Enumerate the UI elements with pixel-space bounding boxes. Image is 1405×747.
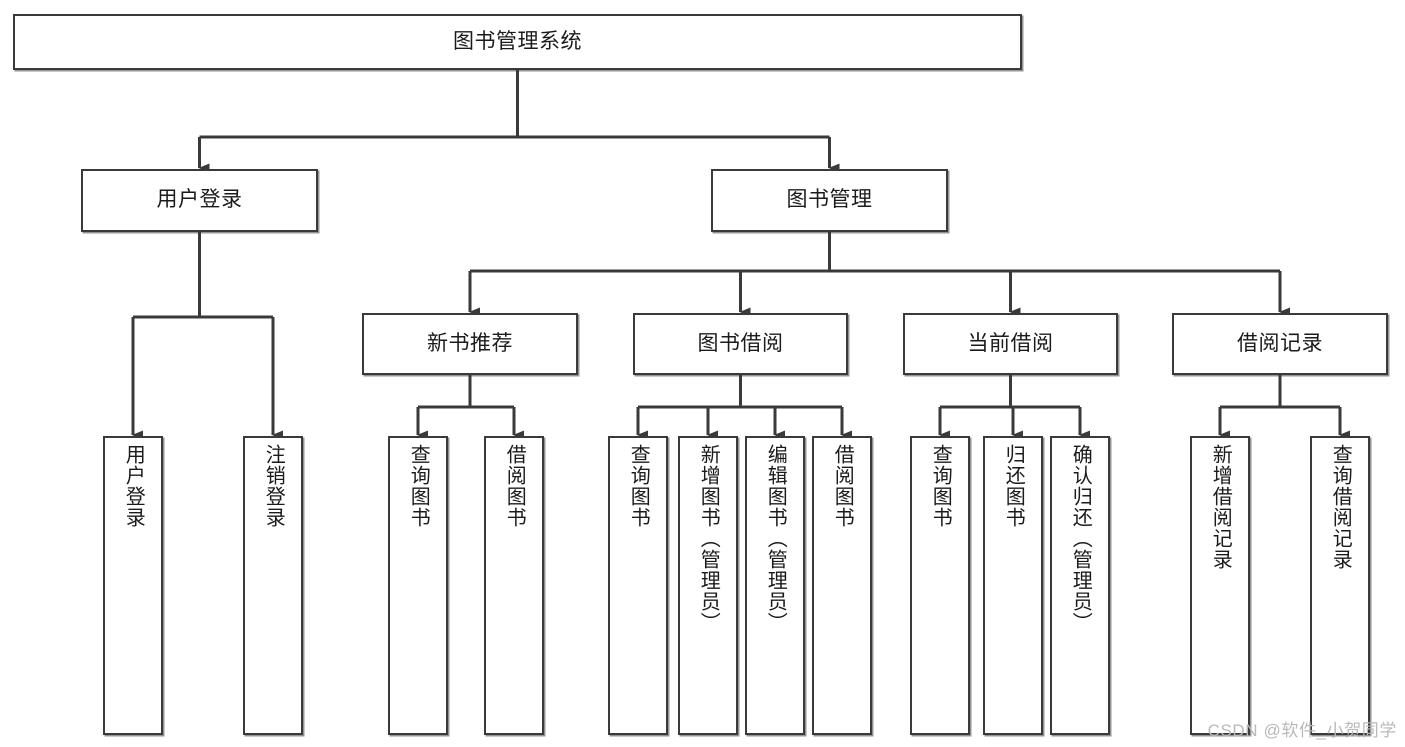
node-label: 新增图书（管理员）: [697, 444, 720, 633]
node-label: 图书管理系统: [453, 29, 582, 53]
node-leaf-add-record[interactable]: 新增借阅记录: [1190, 436, 1250, 735]
node-label: 查询图书: [627, 444, 650, 528]
node-leaf-edit-book[interactable]: 编辑图书（管理员）: [745, 436, 805, 735]
node-leaf-query-book-1[interactable]: 查询图书: [388, 436, 448, 735]
node-label: 当前借阅: [967, 331, 1054, 355]
node-label: 新增借阅记录: [1209, 444, 1232, 570]
node-leaf-query-record[interactable]: 查询借阅记录: [1310, 436, 1370, 735]
node-leaf-add-book[interactable]: 新增图书（管理员）: [678, 436, 738, 735]
node-leaf-query-book-3[interactable]: 查询图书: [910, 436, 970, 735]
node-label: 确认归还（管理员）: [1069, 444, 1092, 633]
node-user-login[interactable]: 用户登录: [81, 169, 318, 232]
node-leaf-user-login[interactable]: 用户登录: [103, 436, 163, 735]
node-leaf-return-book[interactable]: 归还图书: [983, 436, 1043, 735]
node-label: 用户登录: [122, 444, 145, 528]
node-label: 图书管理: [786, 188, 873, 212]
node-book-borrow[interactable]: 图书借阅: [633, 313, 848, 375]
node-label: 查询图书: [407, 444, 430, 528]
node-current-borrow[interactable]: 当前借阅: [903, 313, 1118, 375]
node-leaf-borrow-book-2[interactable]: 借阅图书: [812, 436, 872, 735]
node-label: 编辑图书（管理员）: [764, 444, 787, 633]
node-label: 借阅图书: [503, 444, 526, 528]
node-label: 新书推荐: [427, 331, 513, 355]
node-leaf-confirm-return[interactable]: 确认归还（管理员）: [1050, 436, 1110, 735]
node-leaf-logout[interactable]: 注销登录: [243, 436, 303, 735]
node-label: 借阅图书: [831, 444, 854, 528]
node-leaf-query-book-2[interactable]: 查询图书: [608, 436, 668, 735]
node-label: 用户登录: [156, 188, 243, 212]
node-label: 图书借阅: [697, 331, 784, 355]
node-new-book-rec[interactable]: 新书推荐: [362, 313, 578, 375]
node-label: 查询借阅记录: [1329, 444, 1352, 570]
node-label: 归还图书: [1002, 444, 1025, 528]
node-label: 借阅记录: [1237, 331, 1323, 355]
node-label: 查询图书: [929, 444, 952, 528]
node-borrow-record[interactable]: 借阅记录: [1172, 313, 1388, 375]
watermark-text: CSDN @软件_小贺同学: [1207, 721, 1397, 740]
node-label: 注销登录: [262, 444, 285, 528]
node-book-manage[interactable]: 图书管理: [711, 169, 948, 232]
node-root[interactable]: 图书管理系统: [13, 14, 1022, 70]
node-leaf-borrow-book-1[interactable]: 借阅图书: [484, 436, 544, 735]
